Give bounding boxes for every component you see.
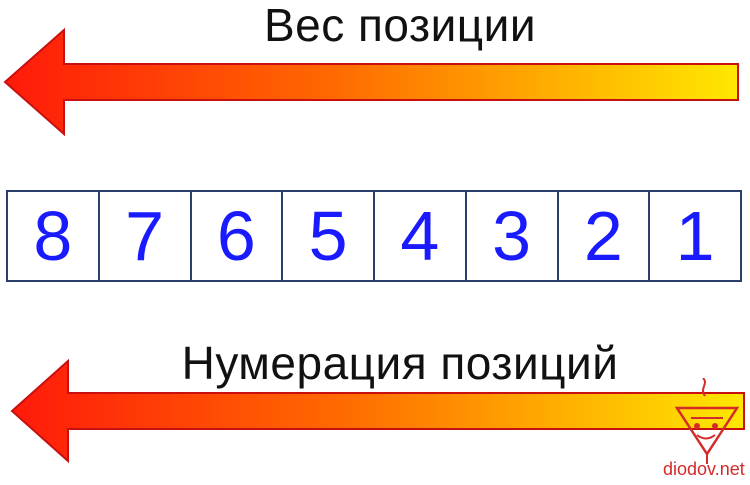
position-cell: 5	[283, 192, 375, 280]
position-cell: 4	[375, 192, 467, 280]
position-cell: 8	[8, 192, 100, 280]
position-cell: 2	[559, 192, 651, 280]
position-cell: 7	[100, 192, 192, 280]
position-row: 8 7 6 5 4 3 2 1	[6, 190, 742, 282]
numbering-title: Нумерация позиций	[181, 337, 619, 389]
position-cell: 3	[467, 192, 559, 280]
numbering-arrow-icon	[10, 358, 745, 464]
watermark-text: diodov.net	[663, 459, 745, 479]
position-cell: 1	[675, 197, 715, 275]
weight-title: Вес позиции	[263, 0, 537, 51]
position-cell: 6	[192, 192, 284, 280]
diode-logo-icon	[674, 378, 740, 464]
weight-arrow-icon	[3, 27, 739, 137]
